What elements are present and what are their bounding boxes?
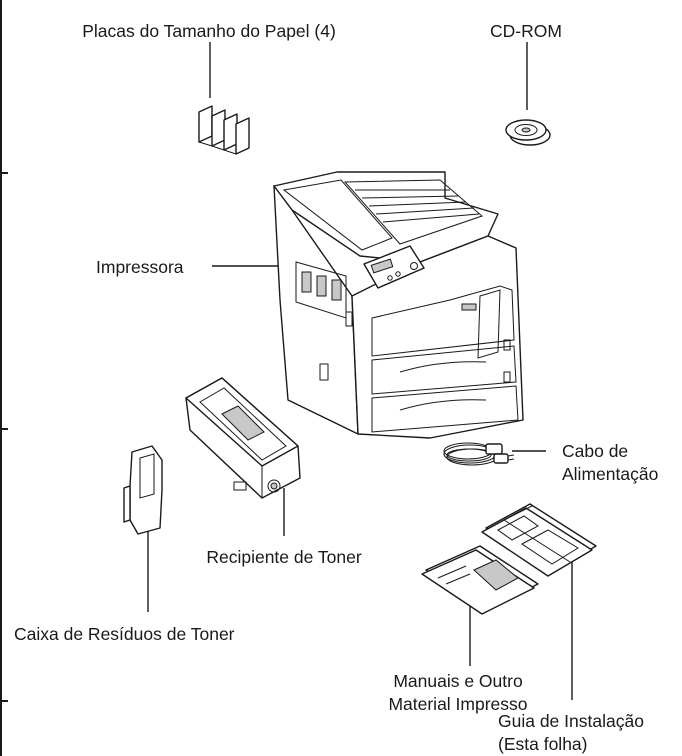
page-edge-tick	[0, 700, 8, 702]
toner-container-label: Recipiente de Toner	[206, 547, 362, 567]
printer-icon	[273, 171, 524, 439]
toner-container-icon	[185, 377, 301, 499]
size-plates-icon	[198, 105, 250, 155]
install-guide-label-line2: (Esta folha)	[498, 734, 588, 754]
manuals-label-line1: Manuais e Outro	[393, 671, 523, 691]
page-edge	[0, 0, 2, 756]
leader-lines	[147, 42, 573, 700]
manuals-label-line2: Material Impresso	[388, 694, 528, 714]
waste-toner-box-icon	[123, 445, 163, 535]
install-guide-label-line1: Guia de Instalação	[498, 711, 644, 731]
waste-toner-box-label: Caixa de Resíduos de Toner	[14, 624, 235, 644]
installation-guide-icon	[481, 503, 597, 577]
power-cable-icon	[443, 442, 515, 466]
size-plates-label: Placas do Tamanho do Papel (4)	[82, 21, 336, 41]
page-edge-tick	[0, 428, 8, 430]
manuals-icon	[421, 545, 539, 615]
power-cable-label-line1: Cabo de	[562, 441, 629, 461]
power-cable-label-line2: Alimentação	[562, 464, 659, 484]
cdrom-label: CD-ROM	[490, 21, 562, 41]
printer-label: Impressora	[96, 257, 184, 277]
cdrom-icon	[505, 119, 551, 146]
page-edge-tick	[0, 172, 8, 174]
